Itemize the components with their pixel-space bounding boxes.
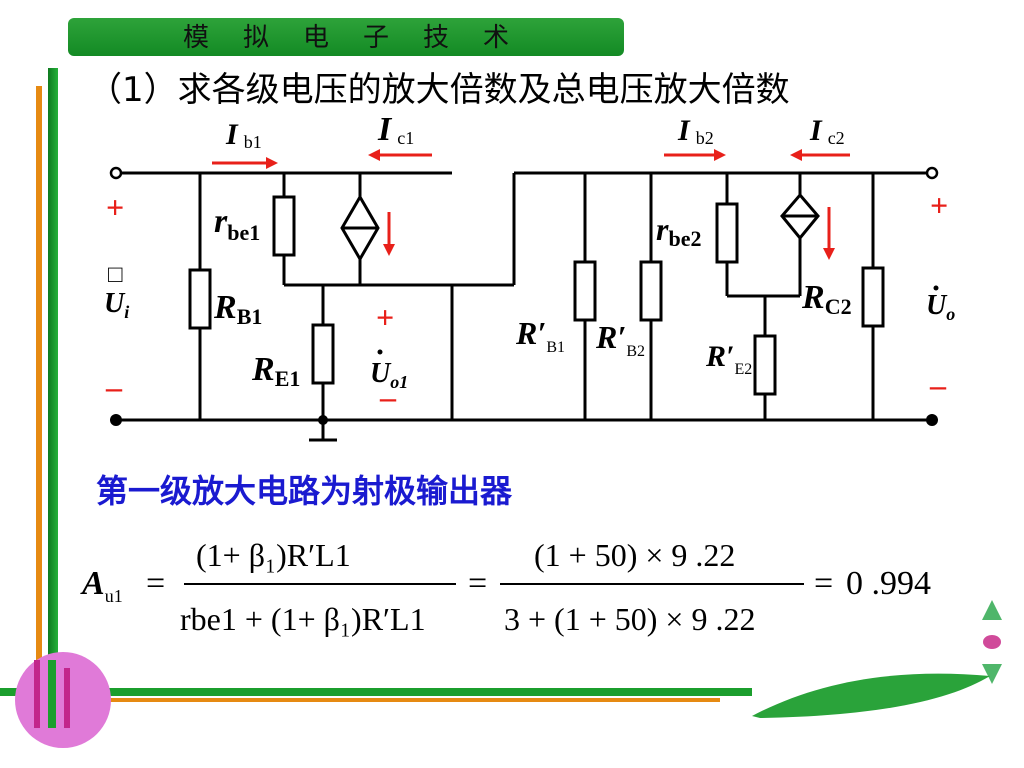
decor-left-green-bar: [48, 68, 58, 726]
ui-label: Ui: [104, 288, 129, 322]
rc2-label: RC2: [801, 279, 852, 319]
header-bar: [68, 18, 624, 56]
decor-left-orange-bar: [36, 86, 42, 726]
current-sources: [340, 192, 820, 262]
resistors: [188, 195, 885, 396]
nav-down-icon: [982, 664, 1002, 684]
re2p-label: R′E2: [705, 340, 752, 378]
uo-dot: [933, 285, 939, 291]
re1-label: RE1: [251, 351, 300, 391]
formula-frac1-den: rbe1 + (1+ β₁)R′L1: [180, 601, 426, 637]
uo-minus: –: [929, 367, 947, 403]
uo1-plus: +: [376, 299, 394, 335]
nav-home-icon: [983, 635, 1001, 649]
uo1-dot: [377, 349, 383, 355]
page-subtitle: （1）求各级电压的放大倍数及总电压放大倍数: [88, 70, 790, 110]
re2p-resistor: [753, 334, 777, 396]
decor-leaf-swoosh: [752, 673, 990, 718]
decor-bottom-orange-line: [100, 698, 720, 702]
decor-disc-bar2: [48, 660, 56, 728]
rbe2-label: rbe2: [656, 211, 701, 251]
uo-label: Uo: [926, 290, 955, 324]
decor-disc-bar1: [34, 660, 40, 728]
uo1-label: Uo1: [370, 358, 408, 392]
ui-plus: +: [106, 189, 124, 225]
rb1-label: RB1: [213, 289, 262, 329]
formula: Au1 = (1+ β₁)R′L1 rbe1 + (1+ β₁)R′L1 = (…: [80, 537, 931, 637]
rb1p-resistor: [573, 260, 597, 322]
uo1-minus: –: [379, 379, 397, 415]
rb2p-resistor: [639, 260, 663, 322]
decor-bottom-green-line: [0, 688, 752, 696]
formula-frac1-num: (1+ β₁)R′L1: [196, 537, 351, 573]
decor-pink-disc: [15, 652, 111, 748]
rb1p-label: R′B1: [515, 315, 565, 356]
formula-result: 0 .994: [846, 565, 931, 602]
rbe1-resistor: [272, 195, 296, 257]
rbe2-resistor: [715, 202, 739, 264]
nav-up-icon: [982, 600, 1002, 620]
polarity-signs: + – + – + –: [105, 187, 948, 415]
current-arrows: [212, 149, 850, 260]
formula-frac2-num: (1 + 50) × 9 .22: [534, 537, 735, 573]
formula-eq3: =: [814, 565, 833, 602]
decor-disc-bar3: [64, 668, 70, 728]
ui-minus: –: [105, 369, 123, 405]
formula-frac2-den: 3 + (1 + 50) × 9 .22: [504, 601, 755, 637]
header-title: 模拟电子技术: [182, 23, 543, 53]
ui-missing-glyph: □: [108, 262, 123, 288]
re1-resistor: [311, 323, 335, 385]
rc2-resistor: [861, 266, 885, 328]
terminals: [109, 166, 939, 426]
formula-eq2: =: [468, 565, 487, 602]
formula-lhs: Au1: [80, 565, 123, 606]
rb2p-label: R′B2: [595, 319, 645, 360]
rb1-resistor: [188, 268, 212, 330]
formula-eq1: =: [146, 565, 165, 602]
slide-nav[interactable]: [982, 600, 1002, 684]
uo-plus: +: [930, 187, 948, 223]
rbe1-label: rbe1: [214, 203, 260, 245]
stage-description: 第一级放大电路为射极输出器: [96, 472, 513, 510]
